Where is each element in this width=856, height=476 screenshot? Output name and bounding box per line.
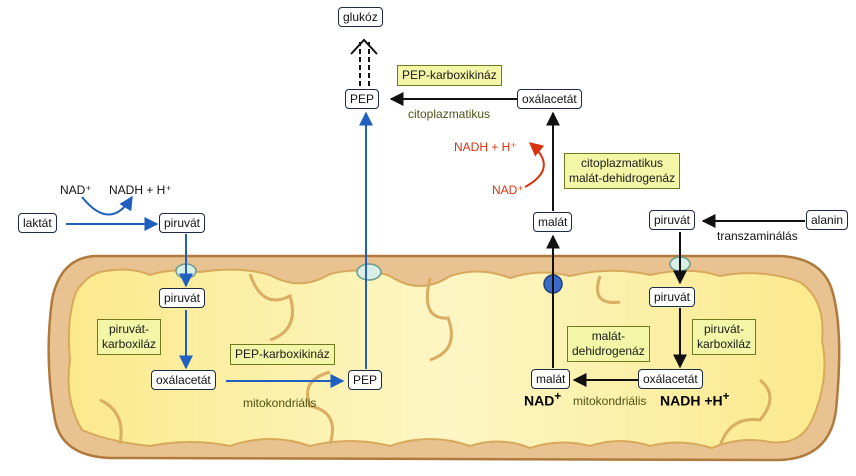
nad-label-red: NAD⁺ bbox=[492, 183, 524, 197]
nad-bold-sup: + bbox=[554, 390, 562, 403]
alanine-box: alanin bbox=[806, 210, 849, 230]
nadh-bold-label: NADH +H+ bbox=[660, 390, 729, 409]
nad-bold-label: NAD+ bbox=[524, 390, 561, 409]
mitochondrial-label-left: mitokondriális bbox=[243, 396, 317, 410]
pyruvate-carboxylase-right-enzyme: piruvát- karboxiláz bbox=[692, 319, 757, 355]
pep-cytosol-box: PEP bbox=[345, 89, 380, 109]
enzyme-line-1: citoplazmatikus bbox=[581, 156, 664, 170]
enzyme-line-1: piruvát- bbox=[704, 322, 745, 336]
malate-dehydrogenase-mito-enzyme: malát- dehidrogenáz bbox=[567, 326, 650, 362]
cytoplasmic-label: citoplazmatikus bbox=[408, 107, 491, 121]
nad-label-left: NAD⁺ bbox=[60, 183, 92, 197]
nadh-label-red: NADH + H⁺ bbox=[454, 140, 517, 154]
malate-cytosol-box: malát bbox=[533, 212, 573, 232]
pyruvate-carboxylase-left-enzyme: piruvát- karboxiláz bbox=[97, 319, 162, 355]
enzyme-line-2: malát-dehidrogenáz bbox=[569, 171, 676, 185]
pyruvate-mito-right-box: piruvát bbox=[649, 287, 696, 307]
pyruvate-cytosol-left-box: piruvát bbox=[159, 213, 206, 233]
oxaloacetate-mito-right-box: oxálacetát bbox=[638, 369, 703, 389]
oxaloacetate-cytosol-box: oxálacetát bbox=[517, 89, 582, 109]
glucose-box: glukóz bbox=[338, 7, 383, 27]
nad-bold-main: NAD bbox=[524, 392, 555, 409]
enzyme-line-2: karboxiláz bbox=[697, 337, 752, 351]
malate-mito-box: malát bbox=[531, 369, 571, 389]
enzyme-line-1: piruvát- bbox=[109, 322, 150, 336]
pep-transporter bbox=[356, 263, 382, 281]
pepck-mito-enzyme: PEP-karboxikináz bbox=[230, 344, 335, 365]
pepck-cytosol-enzyme: PEP-karboxikináz bbox=[397, 65, 502, 86]
pyruvate-cytosol-right-box: piruvát bbox=[649, 210, 696, 230]
nadh-label-left: NADH + H⁺ bbox=[109, 183, 172, 197]
pyruvate-mito-left-box: piruvát bbox=[159, 288, 206, 308]
enzyme-line-1: malát- bbox=[591, 329, 626, 343]
enzyme-line-2: dehidrogenáz bbox=[572, 344, 645, 358]
nadh-bold-main: NADH +H bbox=[660, 392, 723, 409]
malate-dehydrogenase-cytosol-enzyme: citoplazmatikus malát-dehidrogenáz bbox=[564, 153, 681, 189]
transamination-label: transzaminálás bbox=[717, 229, 798, 243]
enzyme-line-2: karboxiláz bbox=[102, 337, 157, 351]
oxaloacetate-mito-left-box: oxálacetát bbox=[151, 370, 216, 390]
nadh-bold-sup: + bbox=[722, 390, 730, 403]
lactate-box: laktát bbox=[18, 213, 57, 233]
pep-mito-box: PEP bbox=[348, 370, 383, 390]
mitochondrial-label-right: mitokondriális bbox=[573, 394, 647, 408]
